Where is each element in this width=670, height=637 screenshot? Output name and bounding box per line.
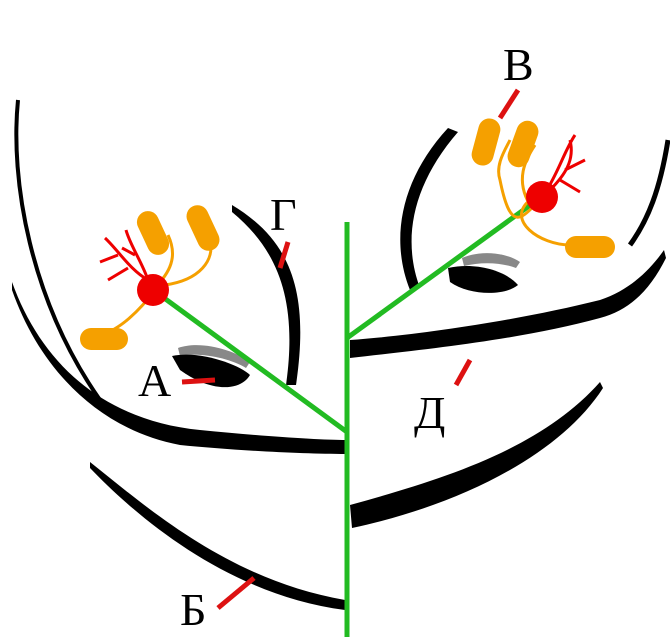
- pointer-g: [277, 241, 291, 269]
- pointer-b: [216, 576, 256, 610]
- outer-glume-right: [627, 139, 670, 247]
- lodicule-right-shadow: [462, 253, 520, 268]
- lower-glume-bract: [90, 462, 345, 610]
- palea-left: [232, 205, 301, 385]
- filament: [520, 198, 571, 247]
- label-d: Д: [414, 387, 445, 438]
- stigma: [546, 134, 586, 194]
- pointer-d: [453, 358, 473, 387]
- upper-glume-right: [350, 250, 666, 358]
- flower-right: [471, 118, 615, 258]
- anther: [507, 120, 539, 168]
- lodicule-left: [172, 354, 250, 388]
- lower-glume-bract-right: [350, 382, 603, 528]
- rachilla-left: [158, 292, 349, 435]
- flower-left: [80, 205, 220, 350]
- anther: [565, 236, 615, 258]
- label-a: А: [138, 355, 171, 406]
- label-v: В: [503, 39, 534, 90]
- label-g: Г: [270, 189, 297, 240]
- lodicule-left-shadow: [178, 345, 250, 368]
- anther: [80, 328, 128, 350]
- outer-glume-left: [14, 99, 102, 402]
- anther: [186, 205, 220, 251]
- label-b: Б: [180, 584, 206, 635]
- anther: [136, 211, 170, 255]
- ovary: [137, 274, 169, 306]
- palea-right: [400, 128, 458, 290]
- pointer-a: [181, 377, 216, 385]
- lodicule-right: [448, 265, 518, 293]
- pointer-v: [497, 88, 521, 120]
- rachilla-right: [345, 195, 542, 341]
- ovary: [526, 181, 558, 213]
- anther: [471, 118, 501, 166]
- stigma: [99, 229, 150, 282]
- filament: [497, 139, 537, 219]
